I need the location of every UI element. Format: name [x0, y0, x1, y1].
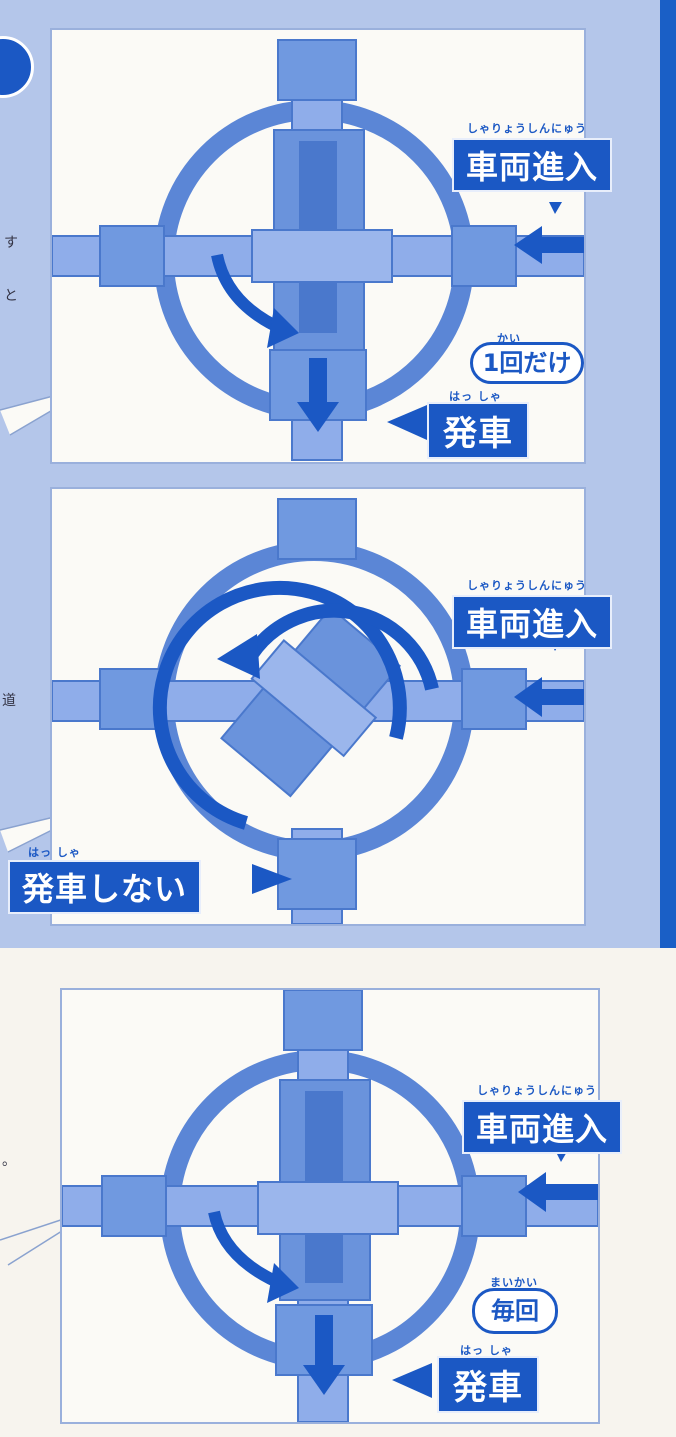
depart-ruby: はっ しゃ — [460, 1344, 513, 1357]
cropped-text-fragment: と — [4, 289, 18, 304]
bubble-ruby: まいかい — [490, 1276, 538, 1289]
cropped-text-fragment: 。 — [2, 1154, 16, 1169]
vehicle-enter-label: 車両進入 — [452, 595, 613, 649]
depart-label: 発車 — [427, 402, 529, 459]
vehicle-enter-label: 車両進入 — [462, 1100, 623, 1154]
depart-label: 発車 — [437, 1356, 539, 1413]
turntable-panel-rotate: しゃりょうしんにゅう 車両進入 — [50, 487, 613, 926]
cropped-text-fragment: 道 — [2, 694, 16, 709]
vehicle-enter-label: 車両進入 — [452, 138, 613, 192]
right-edge-stripe — [660, 0, 676, 948]
turntable-illustration — [62, 990, 598, 1422]
enter-ruby: しゃりょうしんにゅう — [477, 1084, 597, 1097]
turntable-illustration — [52, 39, 584, 461]
turntable-panel-every-time: しゃりょうしんにゅう 車両進入 まいかい 毎回 はっ しゃ 発車 — [60, 988, 623, 1424]
enter-ruby: しゃりょうしんにゅう — [467, 122, 587, 135]
every-time-bubble: 毎回 — [472, 1288, 558, 1334]
bubble-ruby: かい — [497, 332, 521, 345]
depart-ruby: はっ しゃ — [28, 846, 81, 859]
turntable-panel-once: しゃりょうしんにゅう 車両進入 かい 1回だけ はっ しゃ 発車 — [50, 28, 613, 464]
no-depart-label: 発車しない — [8, 860, 202, 914]
cropped-text-fragment: す — [4, 236, 18, 251]
enter-ruby: しゃりょうしんにゅう — [467, 579, 587, 592]
depart-ruby: はっ しゃ — [449, 390, 502, 403]
once-only-bubble: 1回だけ — [470, 342, 584, 384]
turntable-illustration — [52, 498, 584, 924]
